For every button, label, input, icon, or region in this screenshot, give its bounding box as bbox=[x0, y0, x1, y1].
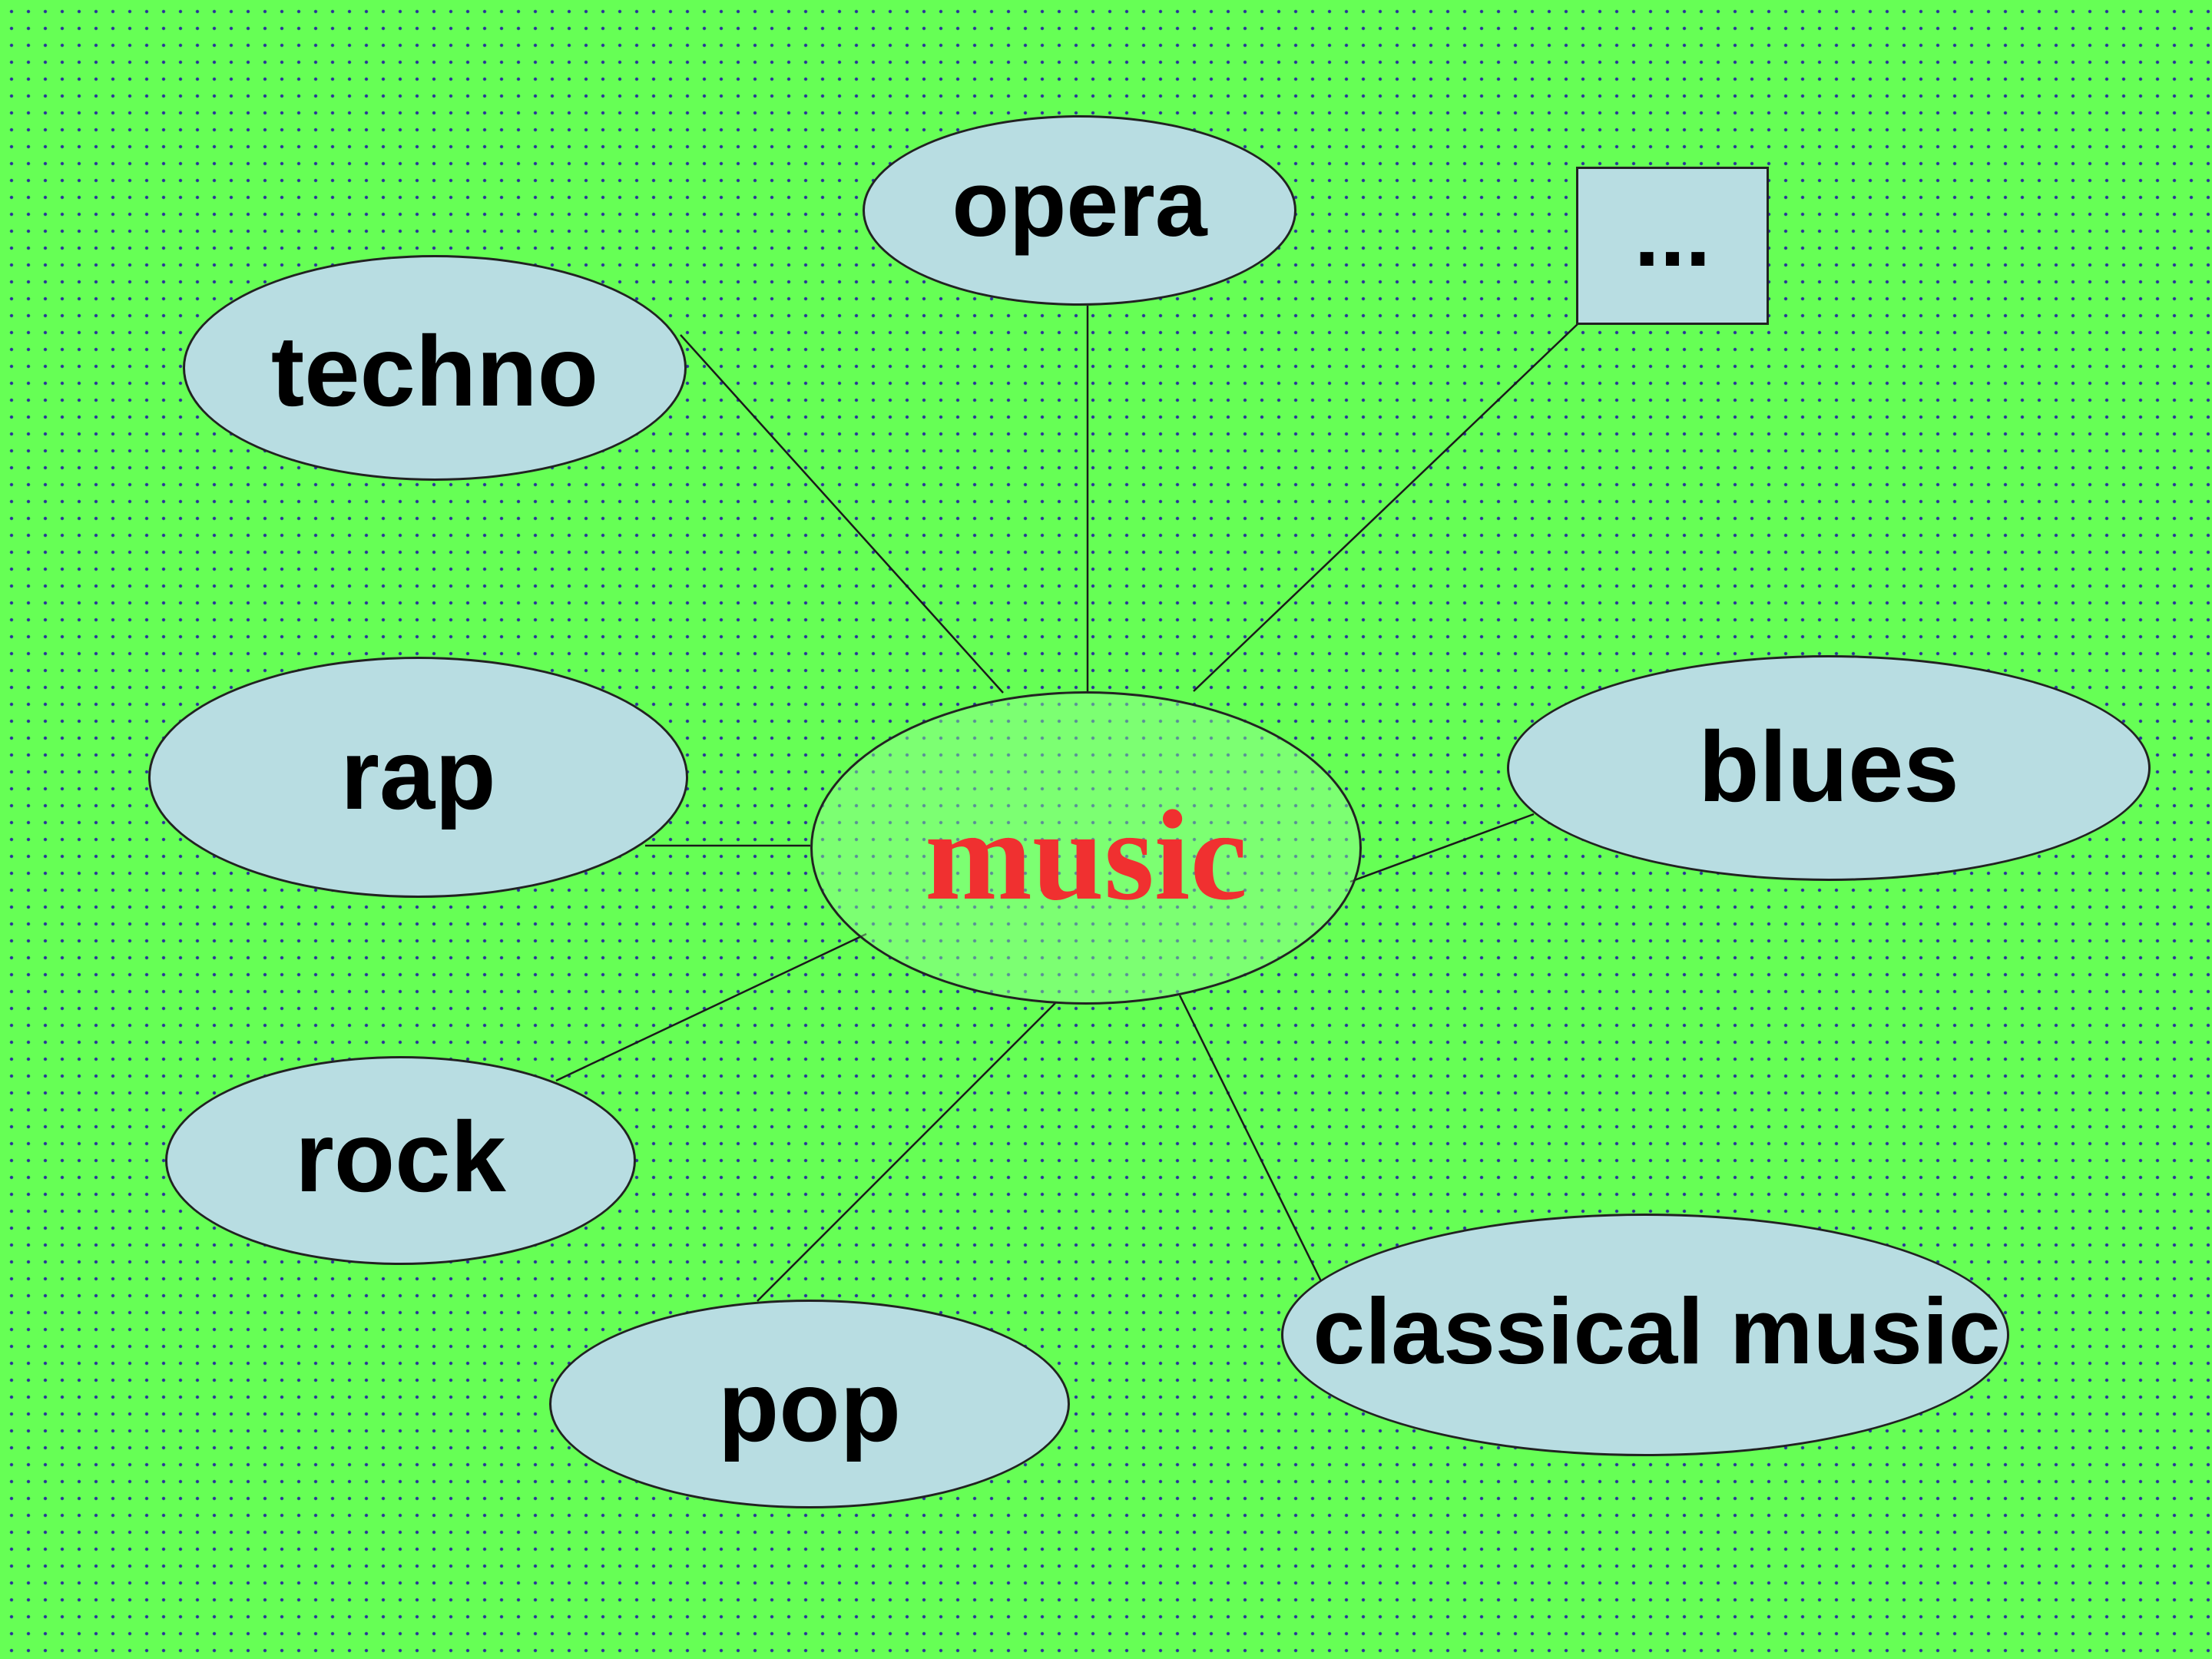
node-pop: pop bbox=[549, 1300, 1070, 1508]
node-opera: opera bbox=[863, 115, 1296, 306]
node-music-center: music bbox=[810, 691, 1362, 1005]
node-classical-music: classical music bbox=[1281, 1214, 2009, 1456]
connector-pop bbox=[757, 1002, 1056, 1302]
node-rap-label: rap bbox=[340, 718, 496, 830]
node-blues-label: blues bbox=[1698, 710, 1959, 823]
connector-techno bbox=[680, 334, 1004, 694]
connector-classical-music bbox=[1178, 995, 1323, 1282]
node-rock: rock bbox=[165, 1056, 636, 1265]
node-classical-music-label: classical music bbox=[1313, 1279, 2001, 1383]
node-music-label: music bbox=[925, 784, 1247, 927]
connector-blues bbox=[1349, 813, 1535, 883]
node-opera-label: opera bbox=[952, 151, 1207, 256]
connector-more bbox=[1193, 323, 1578, 692]
node-rap: rap bbox=[148, 657, 688, 898]
node-techno-label: techno bbox=[270, 315, 599, 427]
node-rock-label: rock bbox=[295, 1101, 506, 1213]
node-more: ... bbox=[1576, 167, 1769, 325]
node-more-label: ... bbox=[1634, 183, 1711, 286]
node-pop-label: pop bbox=[717, 1350, 902, 1462]
connector-rock bbox=[555, 932, 867, 1082]
node-blues: blues bbox=[1507, 655, 2151, 881]
node-techno: techno bbox=[183, 255, 687, 481]
